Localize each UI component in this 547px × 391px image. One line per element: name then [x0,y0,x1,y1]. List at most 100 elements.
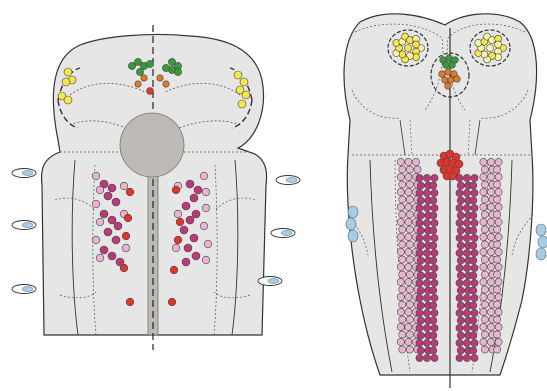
blue-cell [536,248,546,260]
magenta-cell [431,309,438,316]
pink-cell [487,338,494,345]
magenta-cell [430,257,437,264]
pink-cell [399,211,406,218]
magenta-cell [470,212,477,219]
magenta-cell [463,339,470,346]
magenta-cell [456,324,463,331]
magenta-cell [456,339,463,346]
pink-cell [405,188,412,195]
yellow-cell [242,91,250,99]
magenta-cell [417,272,424,279]
pink-cell [397,293,404,300]
green-cell [446,55,453,62]
pink-cell [399,286,406,293]
pink-cell [96,186,104,194]
magenta-cell [463,249,470,256]
pink-cell [480,293,487,300]
magenta-cell [457,332,464,339]
pink-cell [487,323,494,330]
yellow-cell [238,100,246,108]
pink-cell [405,248,412,255]
magenta-cell [108,252,116,260]
magenta-cell [182,202,190,210]
magenta-cell [423,279,430,286]
magenta-cell [463,309,470,316]
magenta-cell [417,212,424,219]
magenta-cell [431,354,438,361]
pink-cell [481,256,488,263]
magenta-cell [430,332,437,339]
magenta-cell [431,279,438,286]
blue-cell-nucleus [22,287,33,292]
pink-cell [487,278,494,285]
pink-cell [480,203,487,210]
pink-cell [406,271,413,278]
pink-cell [481,301,488,308]
pink-cell [406,301,413,308]
magenta-cell [108,184,116,192]
magenta-cell [471,339,478,346]
pink-cell [397,308,404,315]
magenta-cell [416,264,423,271]
pink-cell [406,241,413,248]
magenta-cell [456,249,463,256]
magenta-cell [431,219,438,226]
pink-cell [495,173,502,180]
pink-cell [399,241,406,248]
pink-cell [494,331,501,338]
magenta-cell [180,226,188,234]
pink-cell [480,173,487,180]
yellow-cell [62,78,70,86]
yellow-cell [413,54,420,61]
pink-cell [406,316,413,323]
pink-cell [200,172,208,180]
pink-cell [174,210,182,218]
magenta-cell [416,249,423,256]
pink-cell [481,271,488,278]
magenta-cell [416,309,423,316]
pink-cell [406,196,413,203]
left-panel [12,25,300,350]
pink-cell [495,188,502,195]
yellow-cell [475,39,482,46]
pink-cell [399,301,406,308]
pink-cell [406,181,413,188]
magenta-cell [423,339,430,346]
magenta-cell [416,234,423,241]
green-cell [146,60,153,67]
pink-cell [405,338,412,345]
magenta-cell [100,246,108,254]
magenta-cell [416,354,423,361]
magenta-cell [470,302,477,309]
yellow-cell [413,41,420,48]
magenta-cell [456,204,463,211]
magenta-cell [417,227,424,234]
pink-cell [172,244,180,252]
magenta-cell [430,287,437,294]
pink-cell [397,263,404,270]
magenta-cell [471,249,478,256]
pink-cell [406,226,413,233]
magenta-cell [470,257,477,264]
pink-cell [405,323,412,330]
pink-cell [399,181,406,188]
pink-cell [495,233,502,240]
magenta-cell [430,182,437,189]
magenta-cell [104,192,112,200]
pink-cell [487,263,494,270]
magenta-cell [182,258,190,266]
pink-cell [487,233,494,240]
pink-cell [397,233,404,240]
magenta-cell [104,228,112,236]
pink-cell [494,211,501,218]
red-cell [168,298,176,306]
magenta-cell [431,264,438,271]
pink-cell [397,188,404,195]
yellow-cell [481,51,488,58]
magenta-cell [471,189,478,196]
yellow-cell [495,54,502,61]
magenta-cell [430,242,437,249]
magenta-cell [417,347,424,354]
pink-cell [481,196,488,203]
magenta-cell [471,219,478,226]
